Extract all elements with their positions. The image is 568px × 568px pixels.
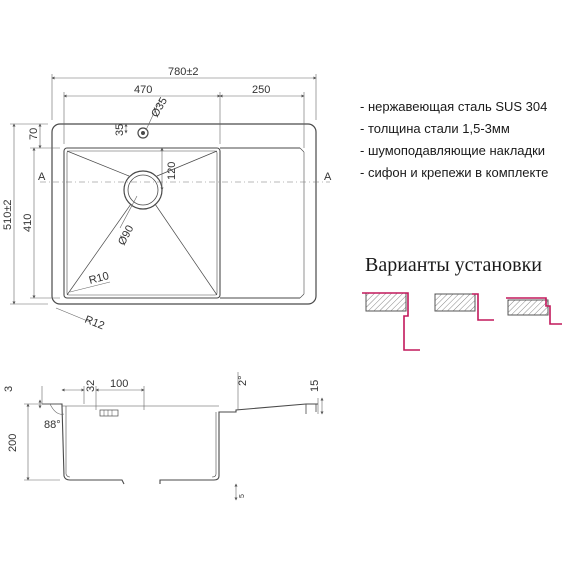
fold-line: [156, 150, 218, 177]
dim-tap-diameter: Ø35: [149, 95, 170, 119]
dim-overflow-width: 100: [110, 378, 128, 390]
spec-list: - нержавеющая сталь SUS 304 - толщина ст…: [360, 96, 548, 184]
mount-flush-profile: [362, 292, 420, 351]
dim-total-depth: 510±2: [2, 199, 14, 230]
drain-outer: [123, 170, 163, 210]
bowl-inner: [66, 150, 218, 296]
countertop-hatch: [365, 292, 407, 312]
countertop-hatch: [507, 299, 549, 316]
section-dimension-lines: [24, 372, 324, 501]
bowl-wall-left: [42, 403, 125, 485]
spec-item: - нержавеющая сталь SUS 304: [360, 99, 548, 114]
dim-wall-angle: 88°: [44, 419, 61, 431]
spec-item: - шумоподавляющие накладки: [360, 143, 546, 158]
bowl-wall-right: [159, 403, 318, 484]
fold-line: [66, 150, 130, 177]
tap-hole-center: [141, 131, 145, 135]
dim-drain-diameter: Ø90: [116, 223, 136, 247]
dim-wing-width: 250: [252, 84, 270, 96]
variants-title: Варианты установки: [365, 254, 542, 276]
section-view: [42, 403, 318, 485]
dim-bowl-height: 200: [7, 434, 19, 452]
section-label-left: A: [38, 171, 46, 183]
dim-wing-height: 15: [309, 380, 321, 392]
dim-tap-offset: 35: [114, 124, 126, 136]
dim-top-margin: 70: [28, 128, 40, 140]
countertop-hatch: [434, 293, 476, 312]
dim-inner-radius: R10: [88, 270, 111, 287]
spec-item: - толщина стали 1,5-3мм: [360, 121, 510, 136]
dim-bowl-depth: 410: [22, 214, 34, 232]
mount-overmount-profile: [506, 297, 562, 325]
fold-line: [66, 203, 132, 296]
fold-line: [154, 203, 218, 296]
section-label-right: A: [324, 171, 332, 183]
dim-outer-radius: R12: [83, 314, 106, 333]
spec-item: - сифон и крепежи в комплекте: [360, 165, 549, 180]
drain-inner: [127, 174, 159, 206]
dim-foot-height: 5: [239, 494, 246, 498]
install-variant-1: [362, 292, 420, 351]
dim-overflow-offset: 32: [85, 380, 97, 392]
bowl-outline: [63, 147, 221, 299]
overflow-slot: [99, 409, 119, 417]
top-dimension-lines: [10, 74, 317, 323]
bowl-wall-inner-left: [65, 406, 71, 478]
tap-hole: [137, 127, 149, 139]
install-variant-2: [434, 293, 494, 321]
dim-wing-slope: 2°: [237, 375, 249, 386]
mount-undermount-profile: [472, 293, 494, 321]
dim-bowl-width: 470: [134, 84, 152, 96]
wing-corner-top: [299, 147, 305, 153]
sink-outline: [51, 123, 317, 305]
dim-rim-thickness: 3: [3, 386, 15, 392]
dim-total-width: 780±2: [168, 66, 199, 78]
bowl-wall-inner-right: [211, 412, 217, 478]
wing-corner-bottom: [299, 293, 305, 299]
dim-drain-offset: 120: [166, 162, 178, 180]
install-variant-3: [506, 297, 562, 325]
